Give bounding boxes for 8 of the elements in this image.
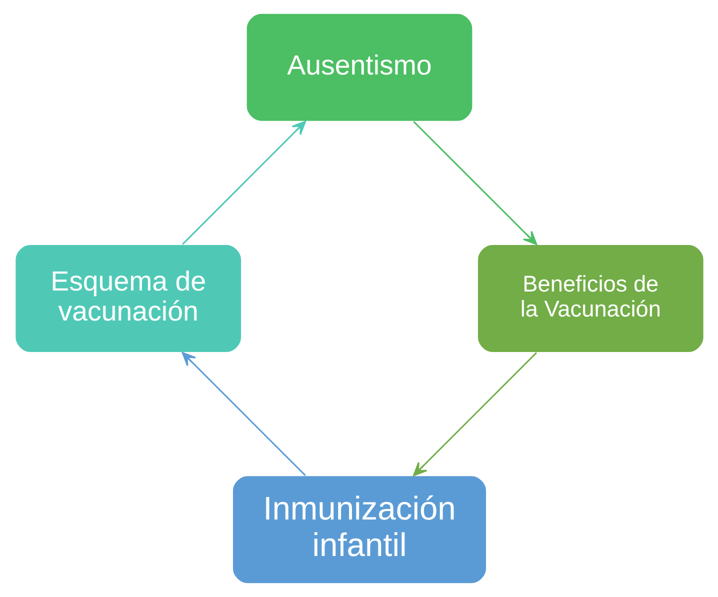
- node-box: Inmunización infantil: [231, 474, 487, 584]
- arrow: [181, 352, 306, 476]
- node-box: Beneficios de la Vacunación: [476, 244, 704, 354]
- arrow: [412, 352, 536, 476]
- node-box: Ausentismo: [245, 12, 473, 122]
- node-box: Esquema de vacunación: [14, 244, 242, 354]
- arrow: [412, 121, 537, 245]
- arrow: [182, 120, 306, 245]
